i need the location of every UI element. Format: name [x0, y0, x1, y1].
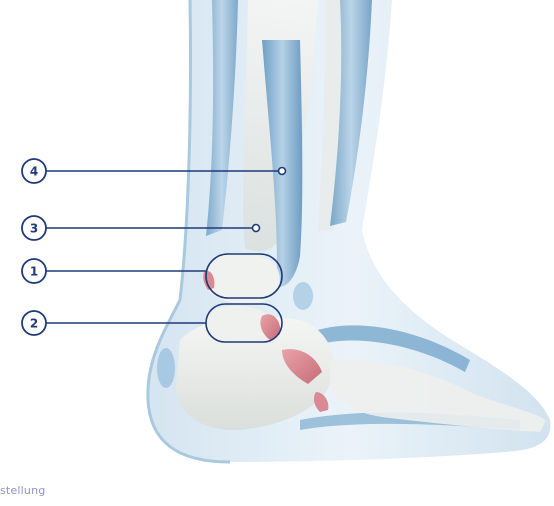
svg-text:1: 1 [30, 265, 38, 279]
callout-3: 3 [22, 216, 46, 240]
svg-text:3: 3 [30, 222, 38, 236]
svg-text:2: 2 [30, 317, 38, 331]
callout-2: 2 [22, 311, 46, 335]
svg-text:4: 4 [30, 165, 38, 179]
callout-1: 1 [22, 259, 46, 283]
image-caption: stellung [0, 484, 45, 497]
callout-4: 4 [22, 159, 46, 183]
